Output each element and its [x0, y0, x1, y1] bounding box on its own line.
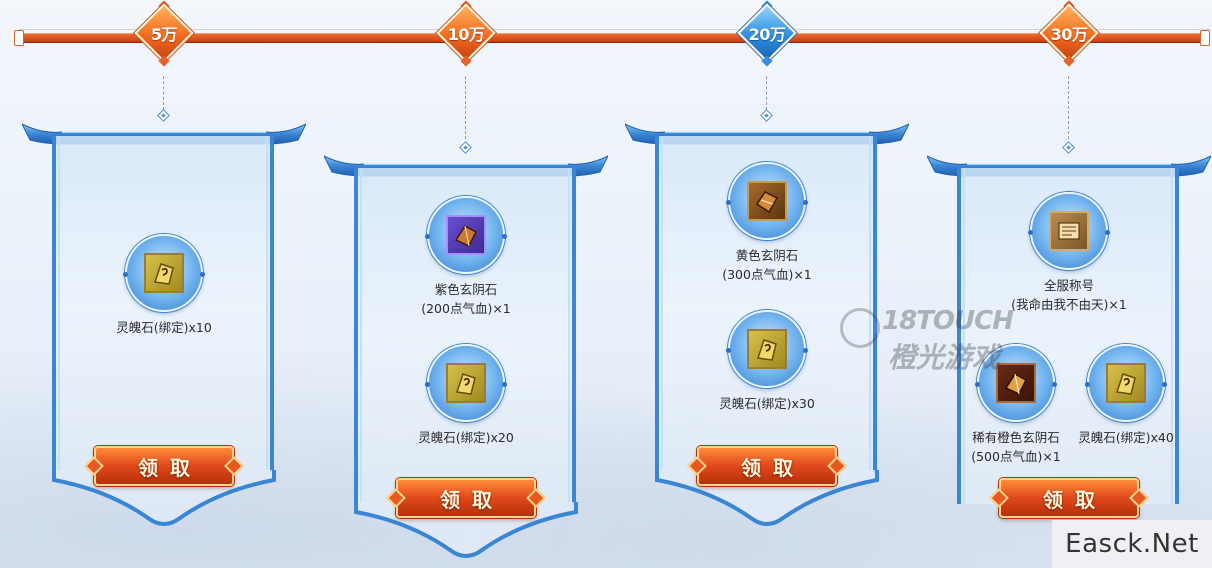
reward-item[interactable]: 灵魄石(绑定)x40: [1071, 344, 1181, 447]
watermark-text: 18TOUCH: [882, 306, 1014, 336]
milestone-5w: 5万: [130, 0, 198, 76]
reward-name: 灵魄石(绑定)x10: [116, 320, 212, 335]
reward-name-line1: 稀有橙色玄阴石: [972, 430, 1060, 445]
claim-button[interactable]: 领取: [999, 478, 1139, 518]
milestone-label: 30万: [1050, 25, 1088, 44]
reward-item[interactable]: 稀有橙色玄阴石 (500点气血)×1: [961, 344, 1071, 466]
reward-medallion: [726, 162, 808, 240]
reward-name: 灵魄石(绑定)x40: [1078, 430, 1174, 445]
reward-medallion: [425, 196, 507, 274]
reward-card-20w: 黄色玄阴石 (300点气血)×1 灵魄石(绑定)x30 领取: [625, 120, 909, 530]
reward-item[interactable]: 黄色玄阴石 (300点气血)×1: [697, 162, 837, 284]
reward-name: 黄色玄阴石 (300点气血)×1: [697, 246, 837, 284]
reward-card-10w: 紫色玄阴石 (200点气血)×1 灵魄石(绑定)x20 领取: [324, 152, 608, 562]
connector-line: [465, 76, 466, 139]
reward-name: 灵魄石(绑定)x30: [719, 396, 815, 411]
claim-button[interactable]: 领取: [396, 478, 536, 518]
reward-card-5w: 灵魄石(绑定)x10 领取: [22, 120, 306, 530]
easck-watermark: Easck.Net: [1052, 520, 1212, 568]
reward-item[interactable]: 灵魄石(绑定)x10: [104, 234, 224, 337]
reward-medallion: [975, 344, 1057, 422]
milestone-label: 20万: [748, 25, 786, 44]
yellow-xuanyin-stone-icon: [747, 181, 787, 221]
soul-stone-icon: [1106, 363, 1146, 403]
claim-button[interactable]: 领取: [94, 446, 234, 486]
reward-name: 灵魄石(绑定)x20: [418, 430, 514, 445]
purple-xuanyin-stone-icon: [446, 215, 486, 255]
connector-line: [766, 76, 767, 110]
title-scroll-icon: [1049, 211, 1089, 251]
milestone-30w: 30万: [1035, 0, 1103, 76]
reward-name-line2: (200点气血)×1: [421, 301, 511, 316]
soul-stone-icon: [747, 329, 787, 369]
orange-xuanyin-stone-icon: [996, 363, 1036, 403]
reward-medallion: [1085, 344, 1167, 422]
reward-item[interactable]: 灵魄石(绑定)x20: [406, 344, 526, 447]
reward-name-line2: (300点气血)×1: [722, 267, 812, 282]
reward-item[interactable]: 全服称号 (我命由我不由天)×1: [989, 192, 1149, 314]
reward-medallion: [726, 310, 808, 388]
18touch-watermark: 18TOUCH 橙光游戏: [840, 300, 1030, 380]
reward-name-line1: 全服称号: [1043, 278, 1094, 293]
reward-name-line1: 黄色玄阴石: [735, 248, 799, 263]
cat-mascot-icon: [840, 308, 880, 348]
reward-medallion: [123, 234, 205, 312]
reward-name-line2: (500点气血)×1: [971, 449, 1061, 464]
reward-name-line2: (我命由我不由天)×1: [1011, 297, 1127, 312]
claim-button[interactable]: 领取: [697, 446, 837, 486]
reward-name-line1: 紫色玄阴石: [434, 282, 498, 297]
reward-name: 全服称号 (我命由我不由天)×1: [989, 276, 1149, 314]
milestone-label: 10万: [447, 25, 485, 44]
reward-medallion: [1028, 192, 1110, 270]
milestone-20w: 20万: [733, 0, 801, 76]
reward-name: 紫色玄阴石 (200点气血)×1: [396, 280, 536, 318]
milestone-label: 5万: [150, 25, 178, 44]
track-cap-right: [1200, 30, 1210, 46]
progress-track: [18, 29, 1210, 43]
reward-medallion: [425, 344, 507, 422]
reward-card-30w: 全服称号 (我命由我不由天)×1 稀有橙色玄阴石 (500点气血)×1 灵魄石(…: [927, 152, 1211, 562]
reward-item[interactable]: 紫色玄阴石 (200点气血)×1: [396, 196, 536, 318]
track-cap-left: [14, 30, 24, 46]
milestone-10w: 10万: [432, 0, 500, 76]
reward-name: 稀有橙色玄阴石 (500点气血)×1: [961, 428, 1071, 466]
connector-line: [1068, 76, 1069, 139]
reward-item[interactable]: 灵魄石(绑定)x30: [707, 310, 827, 413]
soul-stone-icon: [446, 363, 486, 403]
watermark-text: 橙光游戏: [888, 341, 1001, 374]
connector-line: [163, 76, 164, 110]
soul-stone-icon: [144, 253, 184, 293]
